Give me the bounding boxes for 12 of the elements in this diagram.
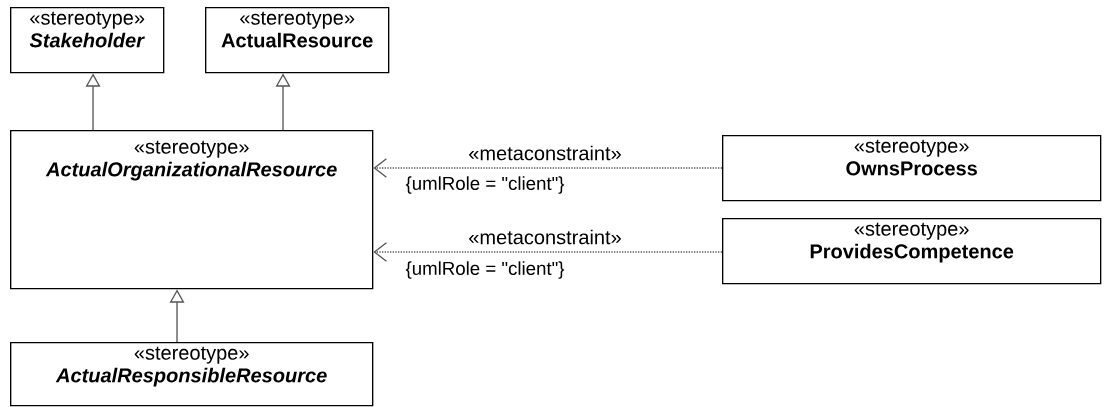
class-box: «stereotype» ActualOrganizationalResource <box>10 130 374 290</box>
class-box: «stereotype» Stakeholder <box>10 7 165 74</box>
constraint-label: {umlRole = "client"} <box>405 176 565 194</box>
constraint-label: {umlRole = "client"} <box>405 261 565 279</box>
arrow <box>373 242 723 262</box>
edge-label: «metaconstraint» <box>469 229 621 245</box>
class-box: «stereotype» ProvidesCompetence <box>722 218 1102 285</box>
edge-label: «metaconstraint» <box>469 145 621 161</box>
class-box: «stereotype» OwnsProcess <box>722 135 1102 202</box>
class-box: «stereotype» ActualResponsibleResource <box>10 342 374 407</box>
arrow <box>373 158 723 178</box>
class-box: «stereotype» ActualResource <box>205 7 390 74</box>
